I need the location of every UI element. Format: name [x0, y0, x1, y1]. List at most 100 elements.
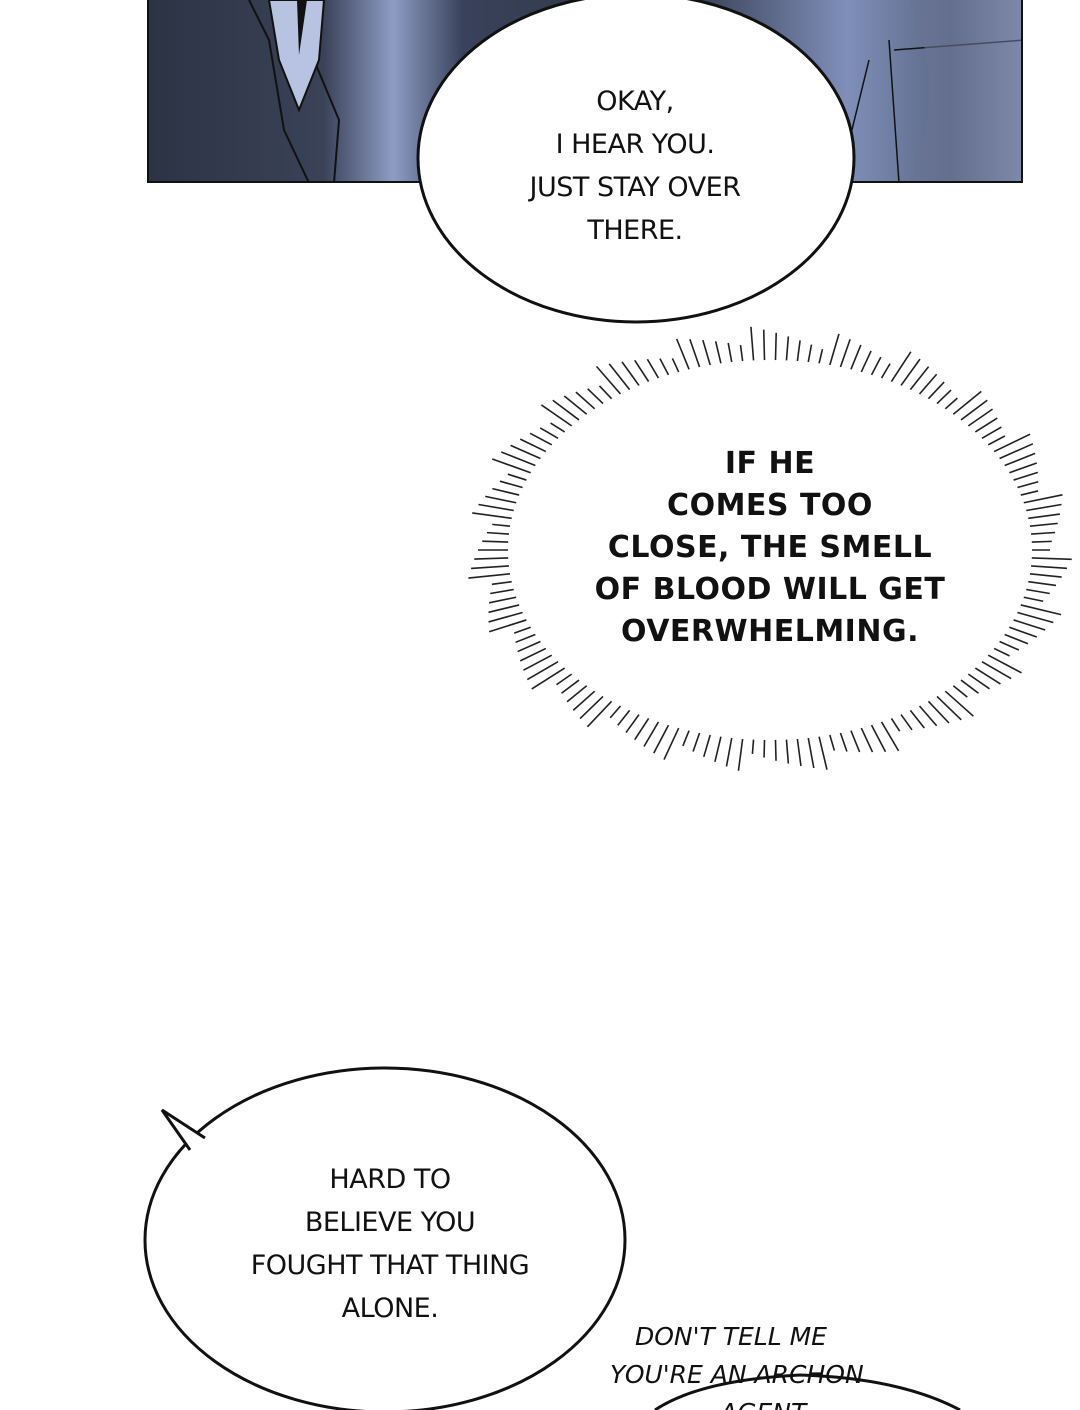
burst-tick: [839, 338, 851, 368]
burst-tick: [952, 685, 968, 698]
burst-tick: [703, 734, 711, 758]
burst-tick: [774, 739, 777, 761]
burst-tick: [529, 432, 553, 446]
burst-tick: [587, 388, 604, 405]
burst-tick: [981, 660, 1012, 680]
burst-tick: [807, 344, 813, 363]
text-line: OVERWHELMING.: [621, 614, 919, 649]
burst-tick: [491, 580, 512, 586]
burst-tick: [595, 365, 622, 395]
burst-tick: [1031, 557, 1072, 561]
burst-tick: [1031, 565, 1068, 570]
burst-tick: [890, 351, 912, 383]
burst-tick: [870, 356, 882, 376]
burst-tick: [499, 480, 523, 489]
speech-bubble-4: [654, 1373, 961, 1410]
burst-tick: [608, 363, 631, 391]
text-line: FOUGHT THAT THING: [250, 1250, 530, 1281]
burst-tick: [839, 732, 848, 752]
burst-tick: [1004, 452, 1036, 467]
panel-figures: [248, 0, 1021, 181]
burst-tick: [967, 673, 990, 690]
burst-tick: [936, 695, 962, 721]
burst-tick: [774, 332, 777, 361]
burst-tick: [634, 717, 650, 741]
burst-tick: [621, 361, 640, 386]
burst-tick: [671, 358, 680, 373]
burst-tick: [561, 679, 580, 694]
burst-tick: [927, 700, 950, 724]
burst-tick: [474, 557, 509, 560]
text-line: AGENT: [610, 1394, 900, 1410]
burst-tick: [1020, 490, 1039, 496]
burst-tick: [818, 736, 828, 770]
burst-tick: [702, 339, 711, 366]
burst-tick: [663, 727, 680, 760]
burst-tick: [482, 540, 509, 543]
burst-tick: [552, 399, 580, 421]
burst-tick: [1029, 522, 1058, 527]
burst-tick: [692, 732, 701, 752]
burst-tick: [987, 435, 1006, 446]
burst-tick: [796, 340, 801, 362]
burst-tick: [653, 724, 670, 754]
burst-tick: [1013, 471, 1039, 481]
burst-tick: [860, 727, 874, 753]
text-line: JUST STAY OVER: [529, 172, 742, 203]
burst-tick: [572, 690, 596, 711]
burst-tick: [634, 359, 650, 383]
burst-tick: [918, 705, 938, 727]
burst-tick: [540, 404, 573, 427]
burst-tick: [918, 373, 938, 395]
burst-tick: [531, 667, 566, 690]
burst-tick: [1017, 480, 1039, 489]
burst-tick: [556, 673, 573, 686]
burst-tick: [737, 738, 744, 771]
burst-tick: [519, 438, 547, 453]
burst-tick: [575, 391, 596, 410]
burst-tick: [944, 690, 974, 717]
burst-tick: [517, 640, 541, 653]
burst-tick: [944, 397, 958, 410]
burst-tick: [1031, 540, 1052, 543]
burst-tick: [807, 737, 815, 769]
burst-tick: [1023, 596, 1044, 603]
burst-tick: [974, 667, 1001, 685]
burst-tick: [485, 495, 517, 504]
burst-tick: [689, 338, 701, 368]
burst-tick: [909, 366, 930, 391]
text-line: IF HE: [724, 446, 816, 481]
burst-tick: [625, 714, 640, 734]
burst-tick: [1009, 462, 1038, 474]
burst-tick: [526, 660, 559, 681]
burst-tick: [909, 709, 925, 729]
burst-tick: [478, 503, 514, 512]
burst-tick: [609, 705, 622, 719]
speech-text-4: DON'T TELL ME YOU'RE AN ARCHON AGENT: [600, 1318, 900, 1410]
thought-burst-bubble: [468, 326, 1072, 771]
burst-tick: [785, 739, 790, 764]
burst-tick: [550, 422, 566, 433]
speech-text-3: HARD TO BELIEVE YOU FOUGHT THAT THING AL…: [190, 1158, 590, 1330]
burst-tick: [579, 695, 604, 720]
burst-tick: [617, 709, 631, 726]
burst-tick: [1004, 633, 1029, 645]
burst-tick: [1028, 580, 1057, 587]
burst-tick: [488, 619, 527, 633]
burst-tick: [486, 531, 509, 535]
burst-tick: [993, 433, 1031, 453]
burst-tick: [659, 358, 670, 376]
burst-tick: [598, 385, 613, 400]
burst-tick: [1020, 604, 1062, 616]
burst-tick: [987, 654, 1022, 674]
burst-tick: [646, 358, 660, 379]
burst-tick: [818, 349, 824, 364]
thought-text: IF HE COMES TOO CLOSE, THE SMELL OF BLOO…: [570, 443, 970, 653]
text-line: I HEAR YOU.: [555, 129, 715, 160]
text-line: OF BLOOD WILL GET: [594, 572, 946, 607]
burst-tick: [488, 596, 517, 604]
burst-tick: [999, 443, 1034, 460]
burst-tick: [472, 512, 512, 520]
burst-tick: [870, 724, 887, 753]
burst-tick: [880, 363, 891, 379]
